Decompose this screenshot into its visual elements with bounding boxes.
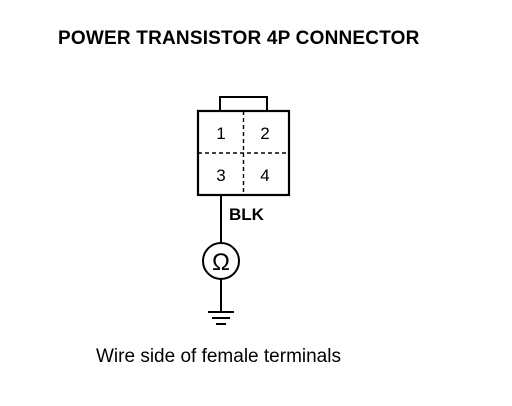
diagram-title: POWER TRANSISTOR 4P CONNECTOR	[58, 28, 420, 49]
pin-1-label: 1	[216, 124, 225, 143]
pin-2-label: 2	[260, 124, 269, 143]
wire-color-label: BLK	[229, 205, 265, 224]
ground-icon	[208, 311, 234, 325]
pin-4-label: 4	[260, 166, 269, 185]
connector-lock-tab	[219, 96, 268, 112]
ohm-symbol: Ω	[212, 249, 230, 276]
diagram-caption: Wire side of female terminals	[96, 346, 341, 367]
pin-3-label: 3	[216, 166, 225, 185]
